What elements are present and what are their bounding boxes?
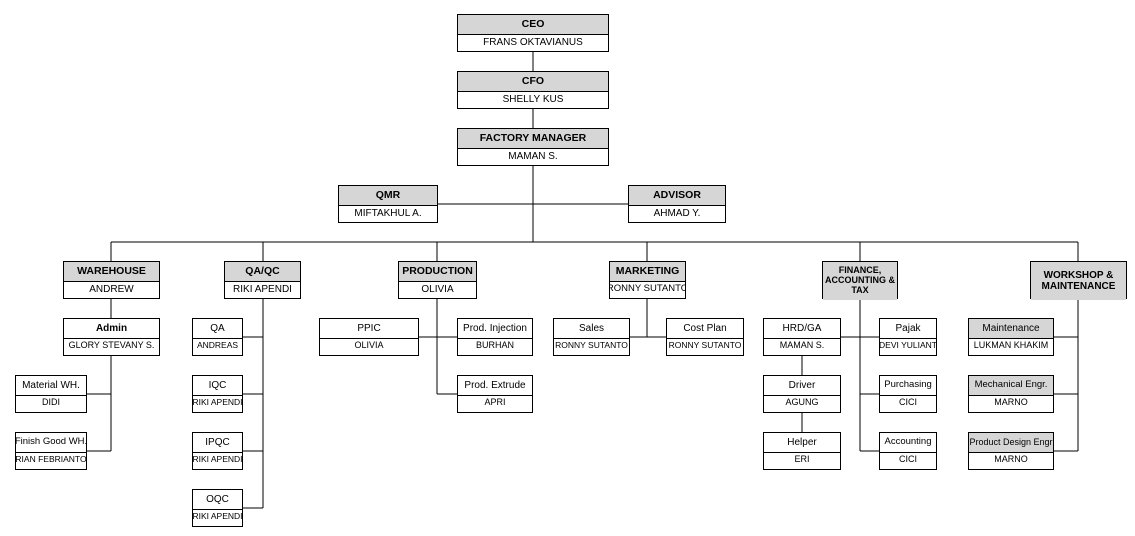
- ceo-name: FRANS OKTAVIANUS: [483, 36, 583, 48]
- prod-extrude-box: Prod. Extrude APRI: [457, 375, 533, 413]
- qa-title: QA: [193, 319, 242, 339]
- mechanical-engr-box: Mechanical Engr. MARNO: [968, 375, 1054, 413]
- ipqc-name: RIKI APENDI: [193, 454, 242, 465]
- hrd-ga-name: MAMAN S.: [779, 340, 825, 351]
- prod-extrude-title: Prod. Extrude: [458, 376, 532, 396]
- prod-injection-title: Prod. Injection: [458, 319, 532, 339]
- oqc-name: RIKI APENDI: [193, 511, 242, 522]
- warehouse-title: WAREHOUSE: [64, 262, 159, 282]
- oqc-title: OQC: [193, 490, 242, 510]
- oqc-box: OQC RIKI APENDI: [192, 489, 243, 527]
- advisor-box: ADVISOR AHMAD Y.: [628, 185, 726, 223]
- production-box: PRODUCTION OLIVIA: [398, 261, 477, 299]
- purchasing-name: CICI: [899, 397, 917, 408]
- ceo-title: CEO: [458, 15, 608, 35]
- product-design-engr-title: Product Design Engr: [969, 433, 1053, 453]
- material-wh-name: DIDI: [42, 397, 60, 408]
- marketing-name: RONNY SUTANTO: [610, 282, 685, 294]
- iqc-title: IQC: [193, 376, 242, 396]
- mechanical-engr-name: MARNO: [994, 397, 1028, 408]
- accounting-title: Accounting: [880, 433, 936, 453]
- hrd-ga-title: HRD/GA: [764, 319, 840, 339]
- qaqc-name: RIKI APENDI: [233, 283, 292, 295]
- ppic-title: PPIC: [320, 319, 418, 339]
- ipqc-title: IPQC: [193, 433, 242, 453]
- driver-name: AGUNG: [785, 397, 819, 408]
- advisor-title: ADVISOR: [629, 186, 725, 206]
- mechanical-engr-title: Mechanical Engr.: [969, 376, 1053, 396]
- pajak-title: Pajak: [880, 319, 936, 339]
- workshop-title: WORKSHOP & MAINTENANCE: [1031, 262, 1126, 300]
- qaqc-title: QA/QC: [225, 262, 300, 282]
- iqc-box: IQC RIKI APENDI: [192, 375, 243, 413]
- sales-box: Sales RONNY SUTANTO: [553, 318, 630, 356]
- helper-box: Helper ERI: [763, 432, 841, 470]
- helper-title: Helper: [764, 433, 840, 453]
- purchasing-box: Purchasing CICI: [879, 375, 937, 413]
- ceo-box: CEO FRANS OKTAVIANUS: [457, 14, 609, 52]
- accounting-name: CICI: [899, 454, 917, 465]
- prod-injection-box: Prod. Injection BURHAN: [457, 318, 533, 356]
- finance-box: FINANCE, ACCOUNTING & TAX: [822, 261, 898, 300]
- driver-title: Driver: [764, 376, 840, 396]
- ppic-box: PPIC OLIVIA: [319, 318, 419, 356]
- cost-plan-name: RONNY SUTANTO: [668, 340, 742, 351]
- admin-title: Admin: [64, 319, 159, 339]
- accounting-box: Accounting CICI: [879, 432, 937, 470]
- ipqc-box: IPQC RIKI APENDI: [192, 432, 243, 470]
- ppic-name: OLIVIA: [354, 340, 384, 351]
- cost-plan-title: Cost Plan: [667, 319, 743, 339]
- qa-name: ANDREAS: [196, 340, 239, 351]
- admin-name: GLORY STEVANY S.: [68, 340, 155, 351]
- factory-manager-title: FACTORY MANAGER: [458, 129, 608, 149]
- cfo-title: CFO: [458, 72, 608, 92]
- qmr-title: QMR: [339, 186, 437, 206]
- marketing-title: MARKETING: [610, 262, 685, 282]
- material-wh-box: Material WH. DIDI: [15, 375, 87, 413]
- warehouse-box: WAREHOUSE ANDREW: [63, 261, 160, 299]
- finance-title: FINANCE, ACCOUNTING & TAX: [823, 262, 897, 300]
- product-design-engr-name: MARNO: [994, 454, 1028, 465]
- cost-plan-box: Cost Plan RONNY SUTANTO: [666, 318, 744, 356]
- warehouse-name: ANDREW: [89, 283, 134, 295]
- marketing-box: MARKETING RONNY SUTANTO: [609, 261, 686, 299]
- qmr-box: QMR MIFTAKHUL A.: [338, 185, 438, 223]
- hrd-ga-box: HRD/GA MAMAN S.: [763, 318, 841, 356]
- factory-manager-box: FACTORY MANAGER MAMAN S.: [457, 128, 609, 166]
- finish-good-wh-box: Finish Good WH. RIAN FEBRIANTO: [15, 432, 87, 470]
- purchasing-title: Purchasing: [880, 376, 936, 396]
- cfo-box: CFO SHELLY KUS: [457, 71, 609, 109]
- qa-box: QA ANDREAS: [192, 318, 243, 356]
- sales-title: Sales: [554, 319, 629, 339]
- sales-name: RONNY SUTANTO: [555, 340, 628, 351]
- product-design-engr-box: Product Design Engr MARNO: [968, 432, 1054, 470]
- cfo-name: SHELLY KUS: [502, 93, 564, 105]
- maintenance-title: Maintenance: [969, 319, 1053, 339]
- admin-box: Admin GLORY STEVANY S.: [63, 318, 160, 356]
- production-title: PRODUCTION: [399, 262, 476, 282]
- prod-extrude-name: APRI: [484, 397, 506, 408]
- production-name: OLIVIA: [421, 283, 454, 295]
- material-wh-title: Material WH.: [16, 376, 86, 396]
- pajak-box: Pajak DEVI YULIANT: [879, 318, 937, 356]
- qaqc-box: QA/QC RIKI APENDI: [224, 261, 301, 299]
- advisor-name: AHMAD Y.: [653, 207, 701, 219]
- iqc-name: RIKI APENDI: [193, 397, 242, 408]
- helper-name: ERI: [794, 454, 810, 465]
- prod-injection-name: BURHAN: [475, 340, 514, 351]
- workshop-box: WORKSHOP & MAINTENANCE: [1030, 261, 1127, 300]
- driver-box: Driver AGUNG: [763, 375, 841, 413]
- finish-good-wh-title: Finish Good WH.: [16, 433, 86, 453]
- maintenance-name: LUKMAN KHAKIM: [973, 340, 1049, 351]
- factory-manager-name: MAMAN S.: [508, 150, 558, 162]
- finish-good-wh-name: RIAN FEBRIANTO: [16, 454, 86, 465]
- qmr-name: MIFTAKHUL A.: [354, 207, 422, 219]
- maintenance-box: Maintenance LUKMAN KHAKIM: [968, 318, 1054, 356]
- pajak-name: DEVI YULIANT: [880, 340, 936, 351]
